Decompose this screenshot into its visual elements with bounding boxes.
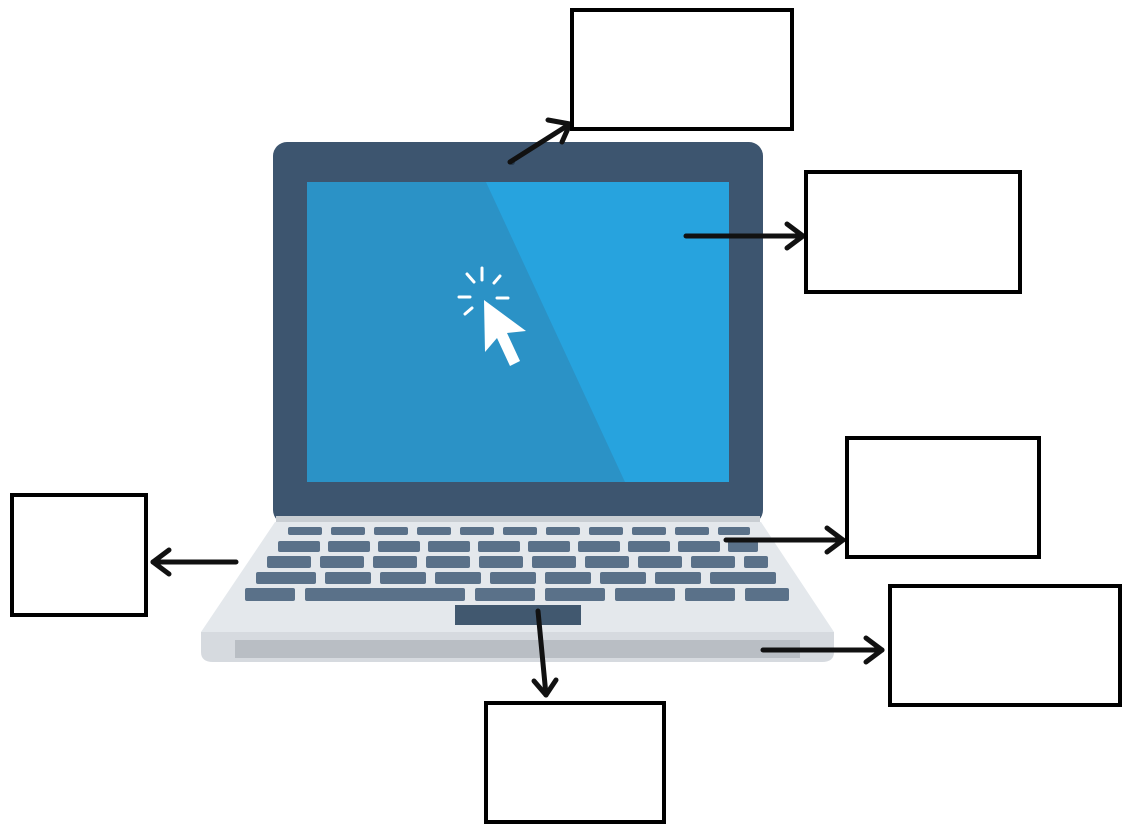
label-box-left-side[interactable] [10,493,148,617]
keyboard-keys [245,527,789,601]
screen-highlight [486,182,729,482]
laptop-hinge [276,516,760,526]
left-side-arrow [150,547,239,577]
pointer-arrows [150,117,885,698]
screen-arrow [683,221,806,251]
mouse-pointer-click-icon [457,266,526,366]
base-arrow [760,635,885,665]
label-boxes [10,8,1122,824]
screen-shade [307,182,625,482]
laptop-illustration [201,142,834,662]
label-box-webcam[interactable] [570,8,794,131]
label-box-base[interactable] [888,584,1122,707]
label-box-touchpad[interactable] [484,701,666,824]
touchpad-arrow [531,608,559,698]
label-box-screen[interactable] [804,170,1022,294]
touchpad [455,605,581,625]
label-box-keyboard[interactable] [845,436,1041,559]
keyboard-arrow [723,525,846,555]
